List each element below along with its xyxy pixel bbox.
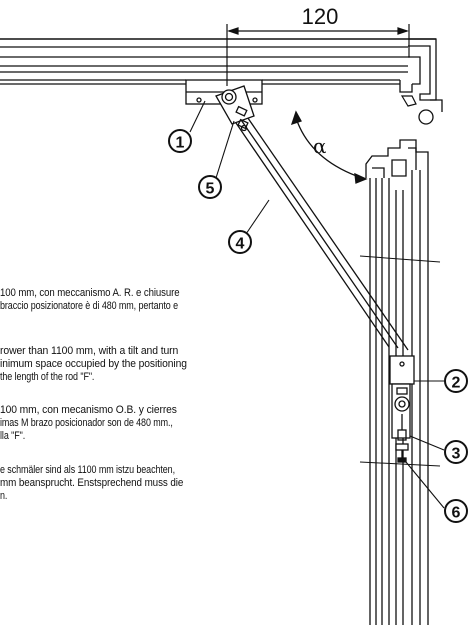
callout-3-number: 3 (452, 446, 461, 463)
callout-4: 4 (228, 230, 252, 254)
dimension-120-label: 120 (302, 4, 339, 29)
positioning-arm (215, 85, 409, 351)
angle-alpha-label: α (313, 134, 327, 158)
paragraph-de-line-1: e schmäler sind als 1100 mm istzu beacht… (0, 464, 175, 476)
angle-alpha (290, 110, 368, 184)
dimension-120 (226, 24, 410, 86)
paragraph-en-line-3: the length of the rod "F". (0, 371, 95, 383)
callout-4-number: 4 (236, 236, 245, 253)
lower-fitting (389, 355, 415, 463)
callout-6-number: 6 (452, 505, 461, 522)
paragraph-en-line-1: rower than 1100 mm, with a tilt and turn (0, 345, 179, 357)
paragraph-en-line-2: inimum space occupied by the positioning (0, 358, 187, 370)
side-profile (359, 139, 441, 625)
callout-1: 1 (168, 129, 192, 153)
callout-leaders (189, 100, 445, 509)
paragraph-de-line-2: mm beansprucht. Enstsprechend muss die (0, 477, 184, 489)
paragraph-it-line-2: braccio posizionatore è di 480 mm, perta… (0, 300, 178, 312)
callout-6: 6 (444, 499, 468, 523)
callout-1-number: 1 (176, 135, 185, 152)
paragraph-es-line-3: lla "F". (0, 430, 26, 442)
top-profile (0, 38, 443, 125)
callout-5: 5 (198, 175, 222, 199)
callout-2: 2 (444, 369, 468, 393)
callout-3: 3 (444, 440, 468, 464)
paragraph-es-line-2: imas M brazo posicionador son de 480 mm.… (0, 417, 173, 429)
paragraph-es-line-1: 100 mm, con mecanismo O.B. y cierres (0, 404, 177, 416)
paragraph-it-line-1: 100 mm, con meccanismo A. R. e chiusure (0, 287, 180, 299)
callout-5-number: 5 (206, 181, 215, 198)
paragraph-de-line-3: n. (0, 490, 8, 502)
callout-2-number: 2 (452, 375, 461, 392)
